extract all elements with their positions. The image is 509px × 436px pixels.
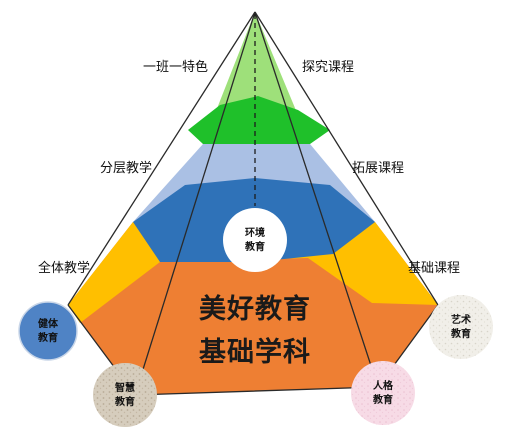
center-title-line1: 美好教育 [199,294,311,325]
circle-personality: 人格 教育 [351,361,415,425]
center-title-line2: 基础学科 [199,337,311,368]
circle-health-line1: 健体 [38,317,59,330]
label-tiered-teaching: 分层教学 [100,161,153,176]
label-class-feature: 一班一特色 [143,60,209,75]
pyramid-edges [67,11,439,396]
label-inquiry-course: 探究课程 [302,60,355,75]
circle-art-line1: 艺术 [451,313,471,326]
circle-environment-line2: 教育 [244,240,265,253]
circle-wisdom-line1: 智慧 [115,381,135,394]
circle-health-line2: 教育 [37,331,58,344]
circle-personality-line1: 人格 [373,379,394,392]
circle-wisdom: 智慧 教育 [93,363,157,427]
circle-environment: 环境 教育 [223,208,287,272]
circle-wisdom-line2: 教育 [114,395,135,408]
circle-environment-line1: 环境 [245,226,265,239]
label-basic-course: 基础课程 [408,261,461,276]
circle-art-line2: 教育 [450,327,471,340]
tier-top-core [188,96,330,144]
circle-art: 艺术 教育 [429,295,493,359]
circle-health: 健体 教育 [18,301,78,361]
label-extension-course: 拓展课程 [352,161,405,176]
label-whole-class-teaching: 全体教学 [38,261,91,276]
circle-personality-line2: 教育 [372,393,393,406]
